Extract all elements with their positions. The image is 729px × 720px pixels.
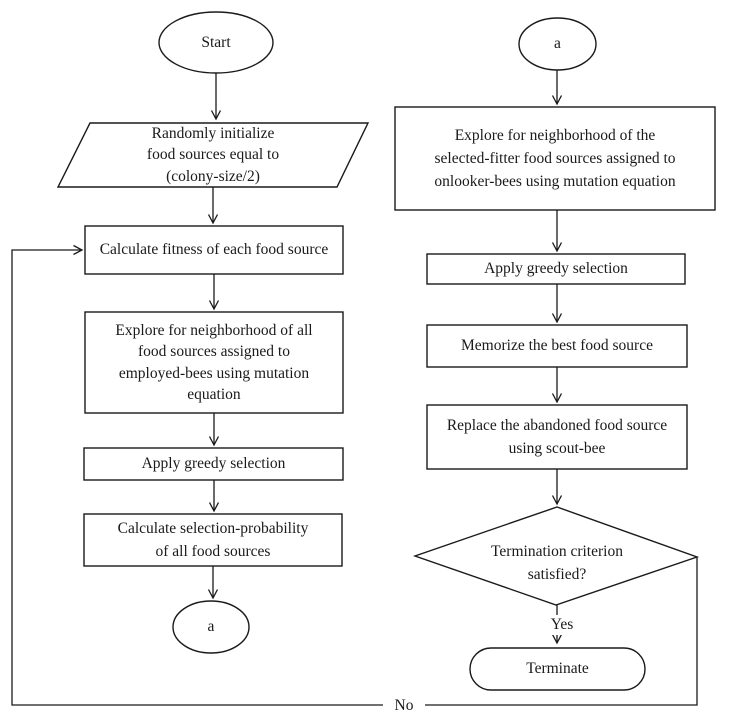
explore-onlooker-node-shape [394, 106, 716, 211]
memorize-node-shape [426, 324, 688, 368]
connector-a-left-node-shape [172, 600, 250, 654]
apply-greedy-2-node-shape [426, 253, 686, 285]
calc-selection-node-shape [83, 513, 343, 567]
termination-decision-shape [412, 506, 700, 606]
connector-a-right-node-shape [518, 17, 597, 71]
explore-employed-node-shape [84, 311, 344, 414]
replace-node-shape [426, 404, 688, 470]
terminate-node-shape [469, 647, 646, 691]
start-node-shape [158, 11, 274, 74]
apply-greedy-1-node-shape [83, 447, 344, 481]
edge-termination-no-to-calc-fitness [11, 244, 698, 706]
calc-fitness-node-shape [84, 225, 344, 275]
init-node-shape [56, 122, 370, 188]
